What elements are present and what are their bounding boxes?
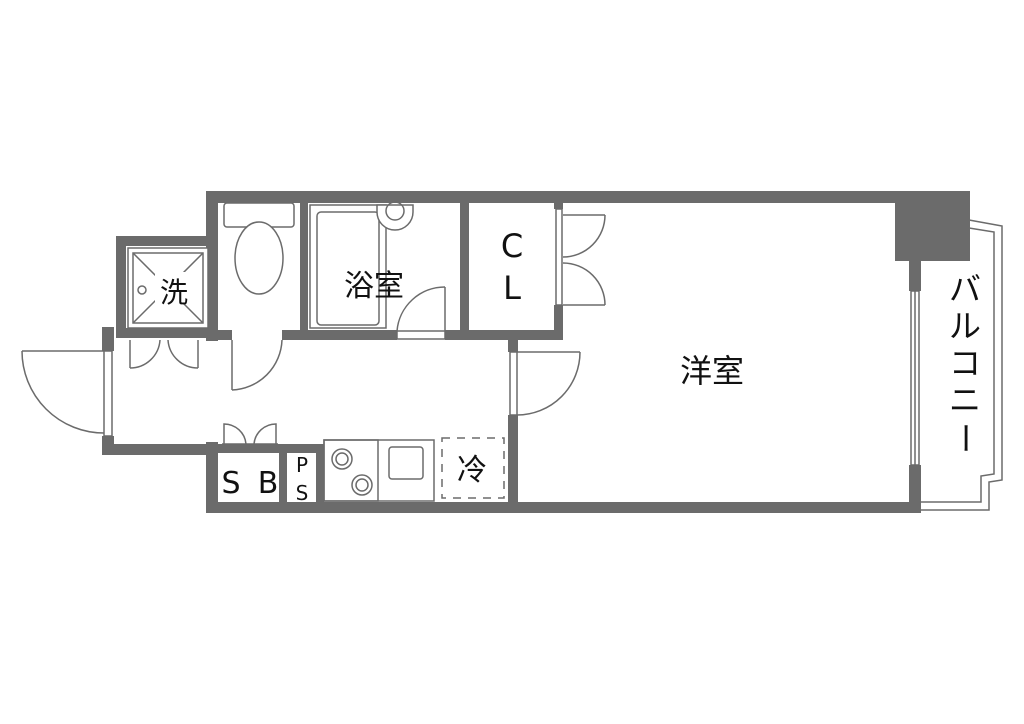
balcony-char: ニ	[949, 381, 981, 419]
balcony-char: ー	[946, 422, 984, 454]
shoe-box-label-s: S	[221, 466, 240, 501]
toilet-fixture	[223, 202, 295, 295]
entrance-door	[21, 350, 105, 434]
washer-pan	[127, 247, 209, 329]
washer-label: 洗	[160, 276, 188, 309]
fridge-space	[441, 437, 505, 499]
bathroom-label: 浴室	[344, 269, 404, 304]
walls	[102, 191, 970, 513]
bathroom-door	[396, 286, 446, 340]
western-room-label: 洋室	[680, 352, 744, 390]
shoe-box-doors	[222, 423, 278, 445]
closet-label-c: C	[501, 227, 523, 265]
kitchen-counter	[323, 439, 435, 502]
pipe-space-label-s: S	[296, 481, 309, 505]
balcony-label: バ ル コ ニ ー	[946, 270, 984, 454]
windows	[103, 290, 920, 466]
pipe-space-label-p: P	[296, 453, 308, 477]
balcony-char: コ	[949, 344, 981, 382]
closet-doors	[555, 208, 606, 306]
washroom-door	[129, 339, 199, 369]
balcony-outline	[921, 219, 1003, 511]
shoe-box-label-b: B	[258, 466, 279, 501]
closet-label-l: L	[503, 269, 521, 307]
western-room-door	[509, 351, 581, 416]
bathtub	[309, 201, 414, 329]
fridge-label: 冷	[457, 453, 487, 488]
balcony-char: バ	[949, 270, 981, 308]
balcony-char: ル	[949, 307, 981, 345]
toilet-door	[231, 339, 283, 391]
